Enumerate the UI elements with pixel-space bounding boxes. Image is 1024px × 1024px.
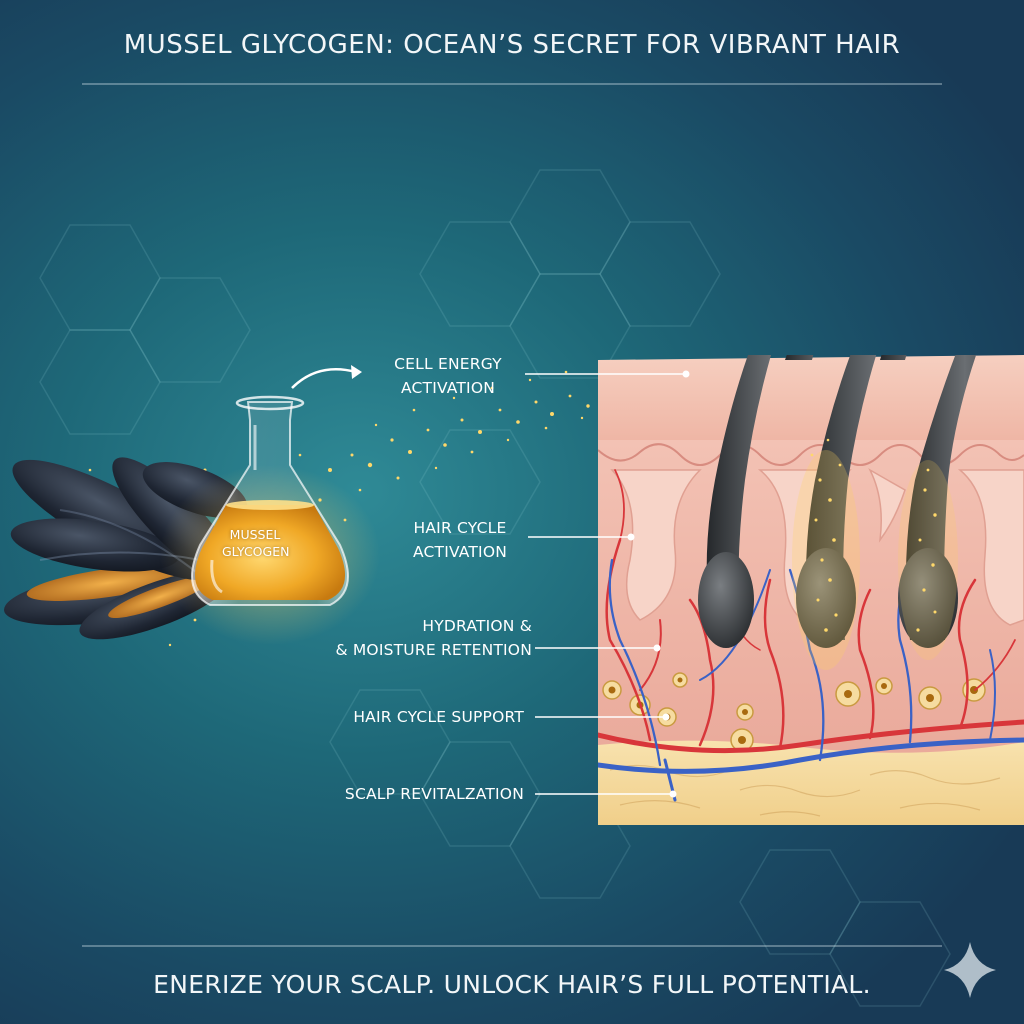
flask-illustration: [160, 395, 380, 645]
skin-cross-section: [598, 355, 1024, 825]
title-divider: [82, 83, 942, 85]
label-hair-cycle-support: HAIR CYCLE SUPPORT: [300, 705, 524, 729]
leader-lines: [525, 373, 685, 795]
label-line: & MOISTURE RETENTION: [335, 641, 532, 659]
flask-label-line-1: MUSSEL: [229, 527, 281, 542]
leader-dots: [627, 370, 690, 798]
label-hair-cycle-activation: HAIR CYCLE ACTIVATION: [400, 516, 520, 564]
page-title: MUSSEL GLYCOGEN: OCEAN’S SECRET FOR VIBR…: [123, 30, 901, 60]
arrow-icon: [291, 368, 357, 389]
arrow-head: [351, 365, 362, 379]
label-hydration-moisture-retention: HYDRATION & & MOISTURE RETENTION: [320, 614, 532, 662]
label-cell-energy-activation: CELL ENERGY ACTIVATION: [378, 352, 518, 400]
footer-divider: [82, 945, 942, 947]
label-scalp-revitalization: SCALP REVITALZATION: [290, 782, 524, 806]
label-line: CELL ENERGY: [394, 355, 502, 373]
label-line: SCALP REVITALZATION: [344, 785, 524, 803]
label-line: HAIR CYCLE SUPPORT: [353, 708, 524, 726]
follicle-glycogen-glow: [792, 450, 958, 670]
label-line: HAIR CYCLE: [413, 519, 507, 537]
label-line: ACTIVATION: [412, 543, 508, 561]
label-line: ACTIVATION: [400, 379, 496, 397]
hair-follicle-bulbs: [698, 548, 958, 648]
label-line: HYDRATION &: [422, 617, 532, 635]
flask-label: MUSSEL GLYCOGEN: [222, 526, 290, 560]
sebaceous-glands: [602, 672, 986, 752]
sparkle-icon: [944, 942, 996, 998]
footer-tagline: ENERIZE YOUR SCALP. UNLOCK HAIR’S FULL P…: [153, 970, 871, 999]
flask-label-line-2: GLYCOGEN: [222, 544, 290, 559]
